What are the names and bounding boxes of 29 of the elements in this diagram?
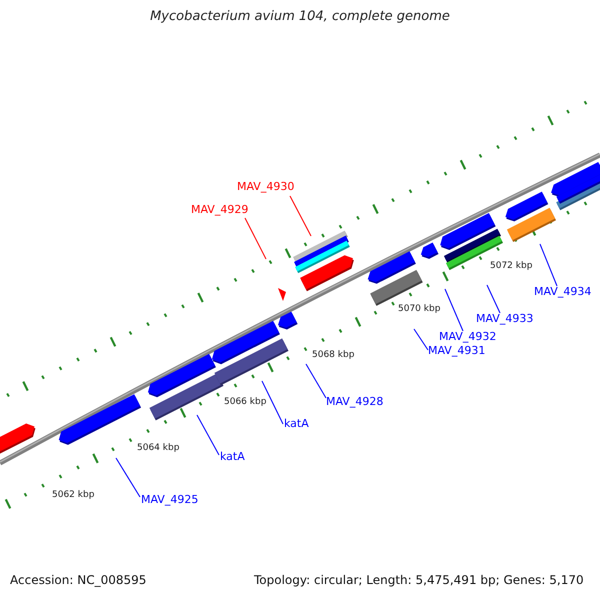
gene-label: MAV_4929 xyxy=(191,204,248,217)
scale-label: 5072 kbp xyxy=(490,261,532,272)
leader-line xyxy=(290,196,312,236)
leader-line xyxy=(486,284,500,314)
scale-label: 5068 kbp xyxy=(312,350,354,360)
leader-line xyxy=(540,244,558,286)
gene-label: MAV_4928 xyxy=(326,396,384,409)
gene-label: MAV_4925 xyxy=(141,494,198,507)
gene-label: MAV_4930 xyxy=(237,181,294,194)
title: Mycobacterium avium 104, complete genome xyxy=(149,10,451,25)
leader-line xyxy=(116,458,140,498)
scale-label: 5070 kbp xyxy=(398,304,440,314)
gene-label: katA xyxy=(284,418,309,431)
accession-text: Accession: NC_008595 xyxy=(10,574,146,588)
leader-line xyxy=(306,364,326,398)
genome-summary-text: Topology: circular; Length: 5,475,491 bp; Genes: 5,170 xyxy=(254,574,584,588)
leader-line xyxy=(262,380,284,424)
scale-label: 5066 kbp xyxy=(224,397,266,408)
leader-line xyxy=(196,414,220,456)
leader-line xyxy=(414,328,428,350)
gene-label: MAV_4932 xyxy=(439,331,496,344)
gene-label: MAV_4934 xyxy=(534,286,592,299)
scale-label: 5064 kbp xyxy=(137,443,180,454)
gene-label: MAV_4933 xyxy=(476,313,534,326)
gene-label: MAV_4931 xyxy=(428,345,486,358)
leader-line xyxy=(244,218,266,260)
gene-label: katA xyxy=(220,451,245,464)
scale-label: 5062 kbp xyxy=(52,490,94,500)
leader-line xyxy=(444,288,464,332)
